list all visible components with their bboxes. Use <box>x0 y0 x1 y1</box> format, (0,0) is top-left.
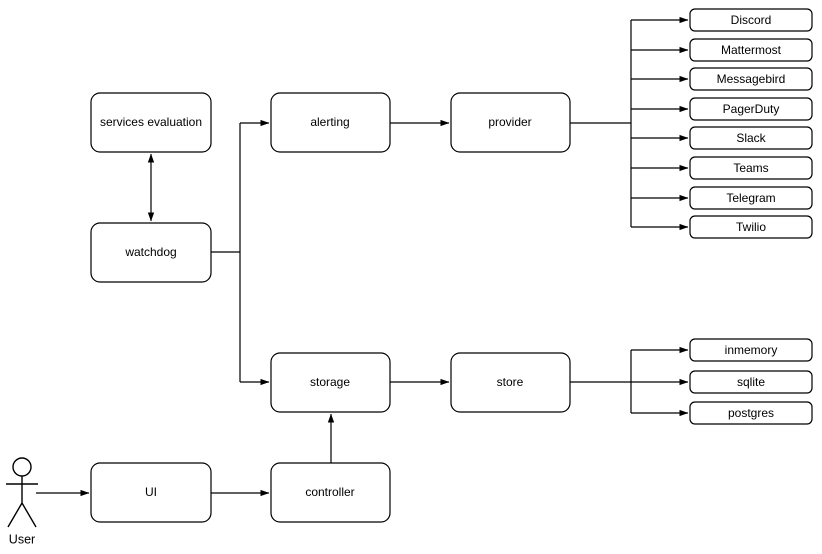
node-services-evaluation[interactable]: services evaluation <box>90 92 212 153</box>
provider-branch-edges <box>631 16 689 231</box>
node-provider[interactable]: provider <box>450 92 571 153</box>
leaf-messagebird-box[interactable] <box>689 67 813 91</box>
leaf-inmemory-box[interactable] <box>689 338 813 362</box>
node-ui-label: UI <box>145 485 157 499</box>
node-alerting-label: alerting <box>310 115 349 129</box>
leaf-sqlite[interactable]: sqlite <box>689 370 813 394</box>
leaf-sqlite-label: sqlite <box>737 375 765 389</box>
leaf-postgres-label: postgres <box>728 406 774 420</box>
leaf-discord-box[interactable] <box>689 8 813 32</box>
leaf-pagerduty[interactable]: PagerDuty <box>689 97 813 121</box>
leaf-teams-label: Teams <box>733 161 768 175</box>
leaf-twilio[interactable]: Twilio <box>689 215 813 239</box>
node-alerting[interactable]: alerting <box>270 92 391 153</box>
leaf-mattermost[interactable]: Mattermost <box>689 38 813 62</box>
leaf-postgres[interactable]: postgres <box>689 401 813 425</box>
node-provider-label: provider <box>488 115 531 129</box>
leaf-pagerduty-box[interactable] <box>689 97 813 121</box>
leaf-messagebird-label: Messagebird <box>717 72 786 86</box>
leaf-pagerduty-label: PagerDuty <box>723 102 780 116</box>
leaf-telegram[interactable]: Telegram <box>689 186 813 210</box>
node-services-evaluation-box[interactable] <box>90 92 212 153</box>
actor-body-icon <box>6 476 38 528</box>
leaf-postgres-box[interactable] <box>689 401 813 425</box>
node-watchdog-label: watchdog <box>124 245 176 259</box>
leaf-messagebird[interactable]: Messagebird <box>689 67 813 91</box>
leaf-mattermost-label: Mattermost <box>721 43 782 57</box>
node-storage-box[interactable] <box>270 352 391 413</box>
node-controller[interactable]: controller <box>270 462 391 523</box>
node-store-box[interactable] <box>450 352 571 413</box>
node-services-evaluation-label: services evaluation <box>100 115 202 129</box>
node-ui-box[interactable] <box>90 462 212 523</box>
leaf-slack[interactable]: Slack <box>689 126 813 150</box>
leaf-slack-box[interactable] <box>689 126 813 150</box>
leaf-inmemory-label: inmemory <box>725 343 778 357</box>
leaf-teams-box[interactable] <box>689 156 813 180</box>
node-storage-label: storage <box>310 375 350 389</box>
node-store[interactable]: store <box>450 352 571 413</box>
node-controller-label: controller <box>305 485 354 499</box>
actor-user-label: User <box>9 532 35 546</box>
actor-user[interactable]: User <box>6 457 38 546</box>
actor-head-icon <box>12 457 32 477</box>
node-controller-box[interactable] <box>270 462 391 523</box>
store-branch-edges <box>631 346 689 417</box>
leaf-telegram-label: Telegram <box>726 191 775 205</box>
leaf-mattermost-box[interactable] <box>689 38 813 62</box>
leaf-discord[interactable]: Discord <box>689 8 813 32</box>
node-storage[interactable]: storage <box>270 352 391 413</box>
node-watchdog-box[interactable] <box>90 222 212 283</box>
leaf-telegram-box[interactable] <box>689 186 813 210</box>
leaf-twilio-label: Twilio <box>736 220 766 234</box>
node-watchdog[interactable]: watchdog <box>90 222 212 283</box>
node-provider-box[interactable] <box>450 92 571 153</box>
leaf-sqlite-box[interactable] <box>689 370 813 394</box>
leaf-twilio-box[interactable] <box>689 215 813 239</box>
node-alerting-box[interactable] <box>270 92 391 153</box>
node-ui[interactable]: UI <box>90 462 212 523</box>
leaf-discord-label: Discord <box>731 13 772 27</box>
leaf-teams[interactable]: Teams <box>689 156 813 180</box>
leaf-inmemory[interactable]: inmemory <box>689 338 813 362</box>
leaf-slack-label: Slack <box>736 131 766 145</box>
node-store-label: store <box>497 375 524 389</box>
